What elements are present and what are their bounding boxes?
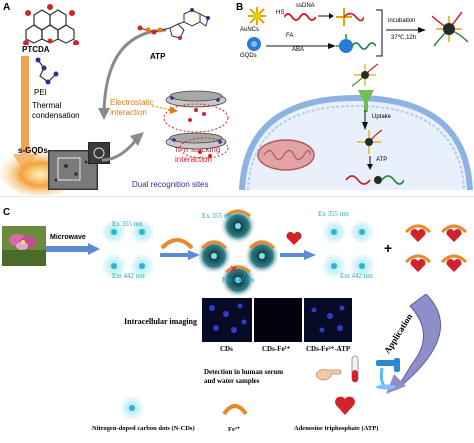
panel-b-letter: B [236,2,244,13]
fa-aba-arrow-icon [266,43,336,49]
gqds-icon [247,37,261,51]
fe-atp-complex-icon [404,224,468,272]
confocal-image-cds-fe-atp [304,298,352,342]
ex-label-2: Ex 355 nm [202,212,233,220]
ex-label-3: Ex 355 nm [318,210,349,218]
uptake-label: Uptake [372,114,392,120]
panel-a: A PTCDA PEI Thermal condensation [0,0,236,195]
atp-arrow-icon [367,156,373,170]
microwave-label: Microwave [50,234,86,241]
n-cds-cluster-icon [101,219,155,279]
detection-label: Detection in human serum and water sampl… [204,368,284,385]
atp-label-b: ATP [376,157,388,163]
cds-fe-atp-image-label: CDs-Fe³⁺-ATP [306,345,351,353]
aunc-dna-icon [336,8,364,26]
pi-stacking-label: π-π stacking interaction [175,145,221,164]
incubation-label: incubation [388,18,416,24]
em-label-2: Em 442 nm [222,276,255,284]
probe-inside-icon [357,129,383,154]
confocal-image-cds [202,298,252,342]
hand-icon [315,369,342,381]
em-label-1: Em 442 nm [112,272,145,280]
quenched-cds-icon [198,208,278,298]
bracket-icon [376,9,383,57]
water-tap-icon [376,358,400,390]
panel-a-letter: A [3,2,11,13]
uptake-arrow-icon [362,110,368,130]
legend-fe-icon [222,404,248,416]
gqd-dna-icon [336,34,376,53]
arrow-right-icon [318,13,334,19]
ptcda-label: PTCDA [22,45,50,54]
dual-recognition-label: Dual recognition sites [132,180,209,189]
panel-b: B AuNCs HS ssDNA GQDs FA ABA incuba [236,0,474,195]
confocal-image-cds-fe [254,298,302,342]
atp-heart-icon [286,232,302,245]
incubation-arrow-icon [386,27,426,33]
probe-on-membrane-icon [351,63,379,87]
legend-atp-icon [335,396,355,415]
aunc-label: AuNCs [240,27,260,33]
panel-c-letter: C [3,207,11,218]
intracellular-imaging-label: Intracellular imaging [124,317,197,326]
aunc-icon [248,7,266,25]
mitochondrion-icon [257,139,315,171]
test-tube-icon [351,355,359,383]
legend-cds-icon [119,395,145,421]
fe-arrow-icon [160,250,200,260]
quench-x-mark: ✕ [230,264,238,274]
em-label-3: Em 442 nm [340,272,373,280]
fa-label: FA [286,33,294,39]
microwave-arrow-icon [46,243,100,255]
gqd-sheets-icon [163,90,229,159]
atp-molecule-icon [137,8,210,40]
legend-cds-label: Nitrogen-doped carbon dots (N-CDs) [92,425,195,432]
thermal-condensation-label: Thermal condensation [32,101,80,120]
gqds-label: GQDs [240,53,257,59]
hs-label: HS [276,10,285,16]
ex-label-1: Ex 355 nm [112,220,143,228]
ssdna-strand-icon [284,13,316,21]
assembly-arrow-icon [101,132,144,162]
s-gqds-label: s-GQDs [18,146,48,155]
pei-structure-icon [35,57,59,85]
flower-photo-icon [2,226,46,266]
cds-image-label: CDs [220,345,233,353]
cds-fe-image-label: CDs-Fe³⁺ [262,345,291,353]
pei-label: PEI [34,88,47,97]
plus-sign: + [384,240,393,256]
atp-arrow-icon-c [280,250,316,260]
panel-divider [0,196,474,197]
ptcda-molecule-icon [23,4,79,45]
restored-cds-icon [321,219,375,279]
aba-label: ABA [292,47,305,53]
atp-label-a: ATP [150,52,166,61]
interaction-arrows-icon [151,105,178,114]
receptor-icon [358,90,374,112]
electrostatic-label: Electrostatic interaction [110,98,154,117]
legend-atp-label: Adenosine triphosphate (ATP) [294,425,379,432]
panel-c: C Microwave Ex 355 nm Em 442 nm [0,198,474,443]
nanoprobe-icon [431,11,469,47]
incubation-condition-label: 37℃,12h [391,35,417,41]
legend-fe-label: Fe³⁺ [228,426,241,433]
released-dna-icon [345,175,404,185]
ssdna-label: ssDNA [296,3,315,9]
fe-ion-icon [160,238,194,250]
